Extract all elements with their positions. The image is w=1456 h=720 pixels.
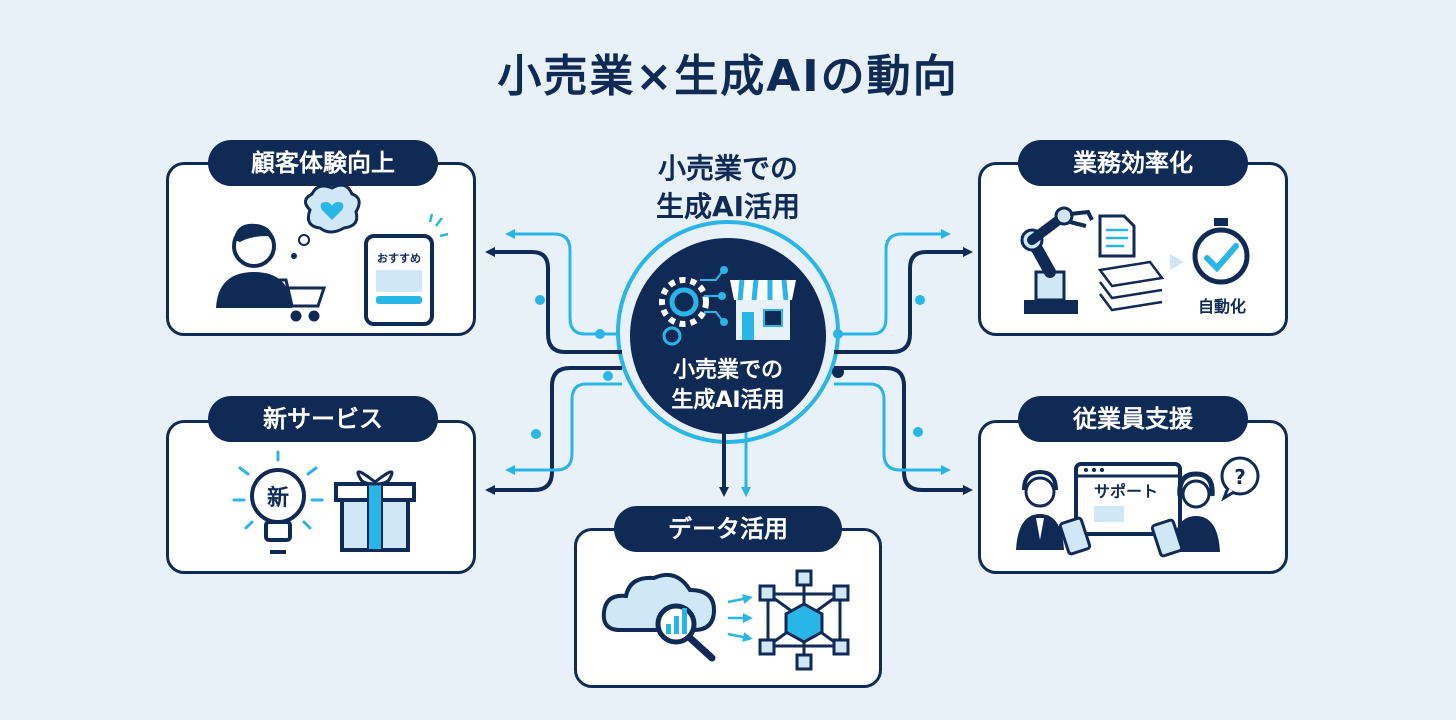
- gear-icon: [659, 277, 709, 346]
- document-icon: [1098, 214, 1136, 258]
- page-title: 小売業×生成AIの動向: [497, 51, 959, 102]
- hub-label-line-2: 生成AI活用: [671, 388, 785, 413]
- card-label-efficiency: 業務効率化: [1018, 140, 1248, 186]
- tablet-icon-2: [1150, 518, 1184, 558]
- connector-right-bottom: [832, 366, 973, 495]
- tablet-recommend-icon: おすすめ: [364, 213, 449, 326]
- person-icon: [216, 223, 292, 308]
- card-label-customer-experience: 顧客体験向上: [208, 140, 438, 186]
- center-caption: 小売業での 生成AI活用: [608, 150, 848, 226]
- card-new-services: [166, 420, 476, 574]
- stacked-papers-icon: [1097, 260, 1165, 312]
- robot-arm-icon: [1020, 206, 1094, 314]
- hub-label: 小売業での 生成AI活用: [640, 356, 816, 416]
- cloud-search-icon: [601, 573, 717, 662]
- svg-text:おすすめ: おすすめ: [377, 252, 421, 265]
- svg-text:?: ?: [1234, 465, 1246, 489]
- gift-box-icon: [334, 470, 416, 552]
- speech-heart-icon: [291, 183, 361, 259]
- hub-label-line-1: 小売業での: [672, 358, 783, 383]
- automation-label: 自動化: [1198, 297, 1246, 316]
- connector-left-bottom: [485, 366, 622, 495]
- lightbulb-icon: 新: [232, 450, 324, 554]
- svg-text:サポート: サポート: [1094, 482, 1158, 501]
- network-cube-icon: [758, 569, 850, 671]
- svg-text:新: 新: [267, 485, 289, 511]
- center-caption-line-2: 生成AI活用: [655, 190, 801, 223]
- headset-operator-icon: [1016, 469, 1064, 550]
- connector-bottom: [719, 432, 751, 497]
- question-bubble-icon: ?: [1220, 456, 1260, 502]
- tablet-icon: [1058, 516, 1092, 556]
- store-icon: [730, 279, 796, 340]
- headset-operator-female-icon: [1172, 471, 1220, 552]
- card-label-new-services: 新サービス: [208, 396, 438, 442]
- stopwatch-check-icon: [1192, 218, 1250, 285]
- center-caption-line-1: 小売業での: [657, 152, 798, 185]
- circuit-icon: [700, 266, 728, 326]
- connector-left-top: [485, 229, 622, 354]
- support-window-icon: サポート: [1074, 462, 1182, 536]
- connector-right-top: [833, 229, 973, 354]
- arrow-icon: [1170, 254, 1184, 270]
- shopping-cart-icon: [276, 278, 327, 322]
- card-label-data-utilization: データ活用: [614, 506, 842, 552]
- data-flow-arrows-icon: [727, 594, 753, 642]
- card-label-employee-support: 従業員支援: [1018, 396, 1248, 442]
